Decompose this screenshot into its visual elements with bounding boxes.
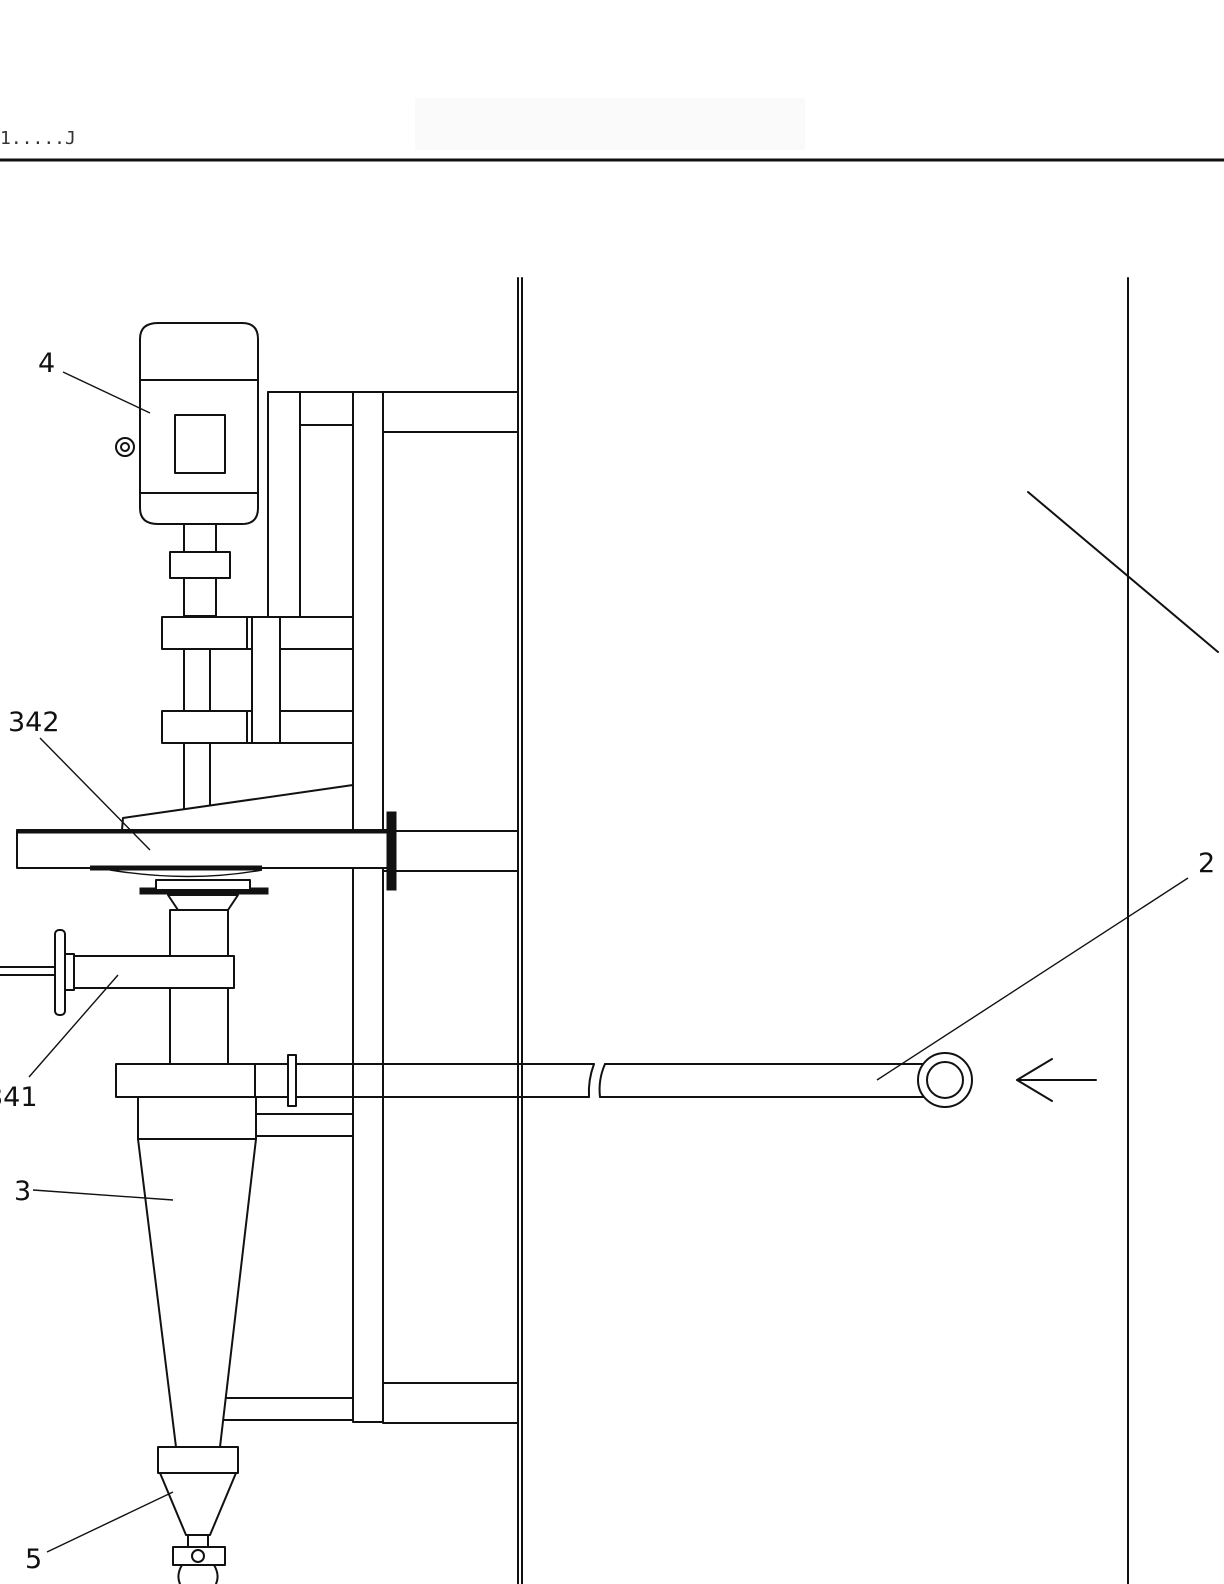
diagonal-leader [1027,491,1219,653]
label-cyclone-body: 3 [14,1176,31,1207]
terminal-box [174,414,226,474]
inlet-elbow [917,1052,973,1108]
lower-neck [169,987,229,1065]
leader-342 [39,737,151,851]
inlet-pipe [254,1052,1097,1108]
leader-3 [32,1189,174,1201]
outlet-cone [157,1446,239,1584]
bearing-lower [161,710,248,744]
coupling [169,551,231,579]
leader-4 [62,371,151,414]
support-frame [194,391,519,1424]
valve-handwheel-icon [54,929,66,1016]
motor-housing [139,322,259,525]
impeller-plate [16,829,391,869]
inlet-flange [287,1054,297,1107]
cyclone-cone [137,1138,257,1448]
bottom-bracket [382,1382,519,1424]
vertical-post [352,391,384,1423]
leader-2 [876,877,1189,1081]
pipe-break-left [587,1063,595,1098]
bearing-mount-plate [251,616,281,744]
header-faded-block [415,98,805,150]
cyclone [0,909,257,1448]
label-inlet-pipe: 2 [1198,848,1215,879]
doc-number: 1.....J [0,128,76,149]
label-valve-pipe: 341 [0,1082,38,1113]
drive-shaft [161,523,354,831]
upper-neck [169,909,229,961]
top-bracket [382,391,519,433]
outlet-funnel [159,1472,237,1536]
label-impeller-plate: 342 [8,707,60,738]
lifting-eye-icon [115,437,135,457]
valve-pipe [71,955,235,989]
leader-5 [46,1491,174,1553]
clamp-flange [386,811,397,891]
label-outlet-cone: 5 [25,1544,42,1575]
outlet-nozzle [172,1546,226,1566]
mid-bracket [382,830,519,872]
header: 1.....J [0,98,1224,162]
top-flange [115,1063,256,1098]
leader-lines [28,371,1189,1553]
pipe-break-right [598,1063,606,1098]
outlet-collar [157,1446,239,1474]
label-motor: 4 [38,348,55,379]
impeller-assembly [16,784,397,911]
leader-341 [28,974,119,1078]
motor [115,322,259,525]
tank-walls [517,277,1219,1584]
bearing-upper [161,616,248,650]
cylinder-section [137,1096,257,1140]
part-labels: 4 342 2 341 3 5 [0,348,1215,1575]
impeller-wedge [121,784,354,831]
